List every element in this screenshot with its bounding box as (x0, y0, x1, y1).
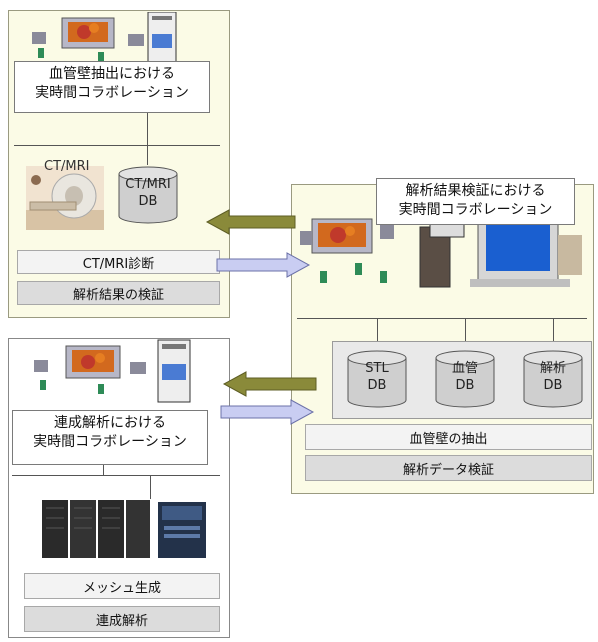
arrow-right-to-bottom (222, 371, 317, 397)
bottom-connector-vertical (103, 465, 104, 475)
ct-mri-diagnosis-bar: CT/MRI診断 (17, 250, 220, 274)
top-connector-vertical (147, 113, 148, 145)
top-bus-line (14, 145, 220, 146)
ct-mri-db: CT/MRI DB (118, 166, 178, 224)
top-panel-caption: 血管壁抽出における 実時間コラボレーション (14, 61, 210, 113)
right-db-connector-1 (377, 318, 378, 342)
right-bus-line (297, 318, 587, 319)
vessel-wall-extraction-bar: 血管壁の抽出 (305, 424, 592, 450)
ct-mri-label: CT/MRI (44, 159, 90, 174)
top-db-connector (147, 145, 148, 165)
server-racks-image (42, 500, 206, 558)
bottom-bus-line (12, 475, 220, 476)
bottom-server-connector (150, 475, 151, 499)
ct-mri-db-label: CT/MRI DB (125, 177, 171, 209)
arrow-bottom-to-right (220, 399, 315, 425)
right-db-connector-3 (553, 318, 554, 342)
arrow-top-to-right (216, 252, 311, 278)
mesh-generation-bar: メッシュ生成 (24, 573, 220, 599)
collaboration-illustration-right (300, 216, 582, 288)
arrow-right-to-top (205, 209, 296, 235)
collaboration-illustration-bottom (34, 339, 191, 403)
ct-scanner-image (26, 166, 104, 230)
coupled-analysis-bar: 連成解析 (24, 606, 220, 632)
analysis-data-verification-bar: 解析データ検証 (305, 455, 592, 481)
right-db-connector-2 (465, 318, 466, 342)
collaboration-illustration-top (32, 12, 177, 63)
analysis-db: 解析 DB (523, 350, 583, 408)
vessel-db: 血管 DB (435, 350, 495, 408)
right-panel-caption: 解析結果検証における 実時間コラボレーション (376, 178, 575, 225)
vessel-db-label: 血管 DB (451, 361, 478, 393)
bottom-panel-caption: 連成解析における 実時間コラボレーション (12, 410, 208, 465)
stl-db-label: STL DB (365, 361, 389, 393)
analysis-result-verification-bar: 解析結果の検証 (17, 281, 220, 305)
analysis-db-label: 解析 DB (539, 361, 566, 393)
stl-db: STL DB (347, 350, 407, 408)
